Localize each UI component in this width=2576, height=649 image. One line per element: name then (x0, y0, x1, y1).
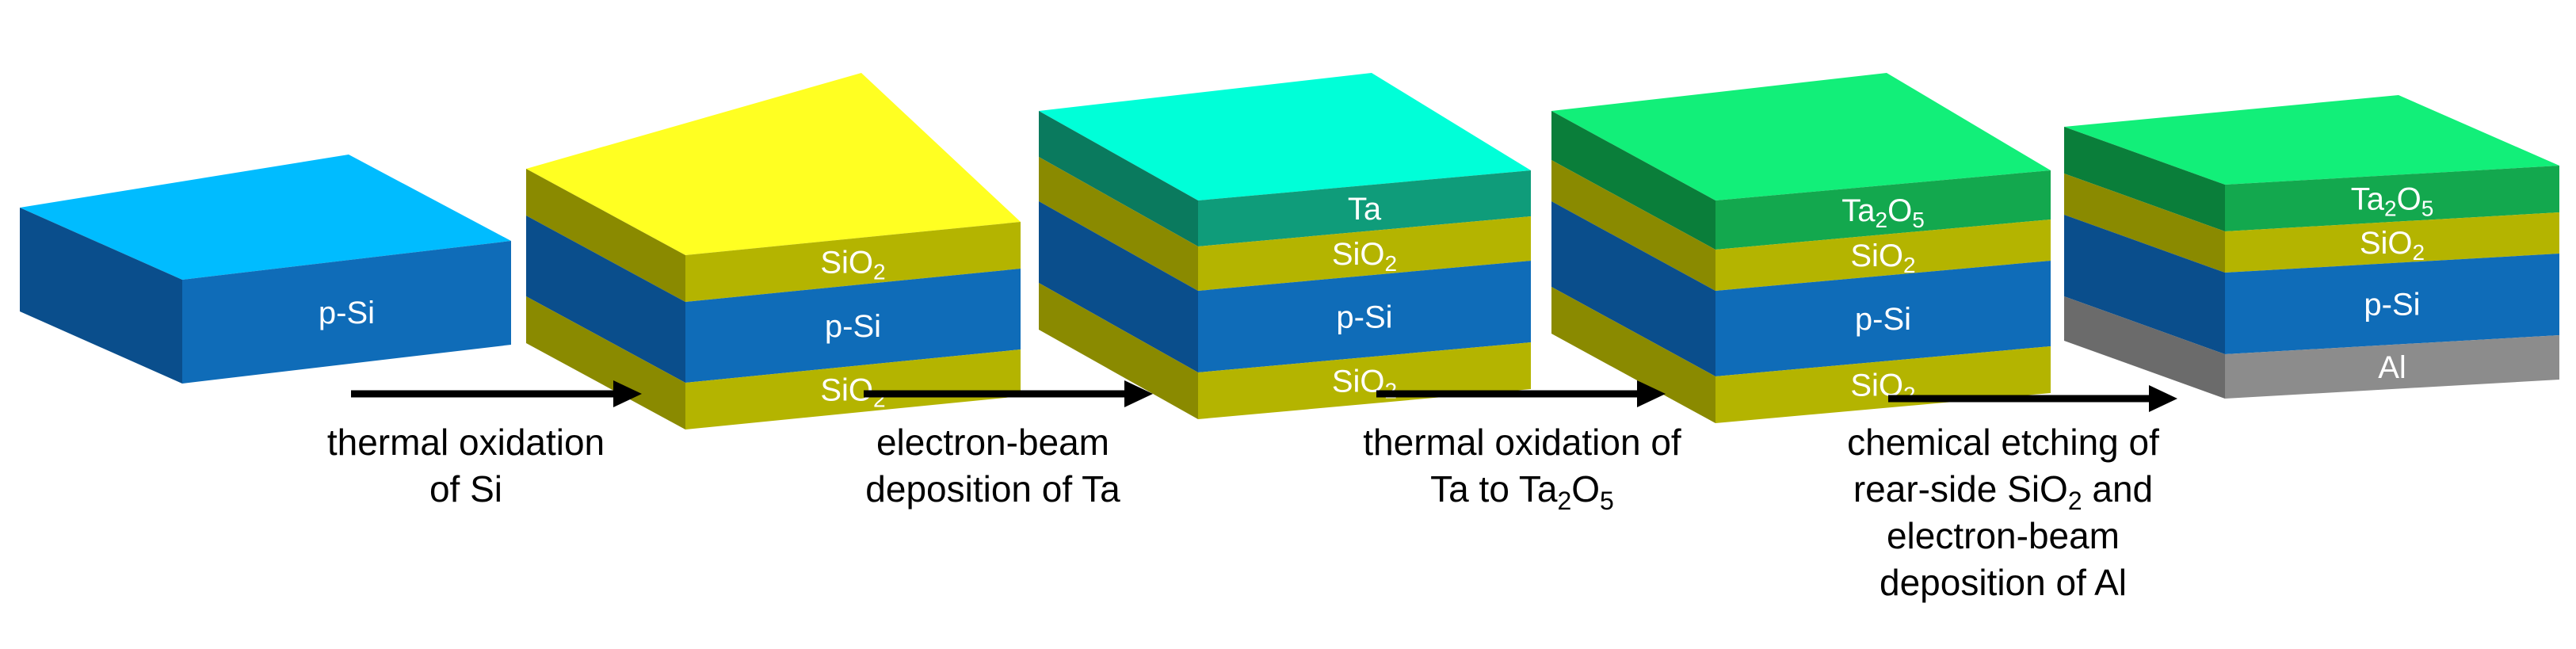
layer-side-face (1551, 160, 1715, 291)
arrow-head-icon (1637, 380, 1666, 407)
layer-front-face (685, 349, 1021, 429)
layer-side-face (1039, 283, 1198, 419)
layer-side-face (526, 169, 685, 302)
stack-top-face (1551, 73, 2051, 200)
stack-top-face (1039, 73, 1531, 200)
arrow-head-icon (613, 380, 642, 407)
layer-front-face (1198, 216, 1531, 291)
layer-label: p-Si (1336, 300, 1392, 335)
layer-label: Ta2O5 (2351, 182, 2434, 221)
layer-front-face (685, 222, 1021, 302)
layer-side-face (1551, 287, 1715, 423)
layer-label: Al (2378, 350, 2406, 385)
layer-side-face (1039, 111, 1198, 246)
layer-side-face (1039, 201, 1198, 372)
layer-front-face (2225, 166, 2559, 231)
layer-side-face (1039, 157, 1198, 291)
layer-side-face (20, 208, 182, 384)
layer-front-face (1198, 170, 1531, 246)
stack-top-face (2064, 95, 2559, 185)
process-step-4: chemical etching of rear-side SiO2 andele… (1847, 385, 2177, 603)
layer-side-face (1551, 201, 1715, 376)
layer-label: SiO2 (2360, 226, 2425, 265)
process-step-1: thermal oxidation of Si (327, 380, 642, 510)
layer-front-face (2225, 254, 2559, 354)
process-step-3: thermal oxidation of Ta to Ta2O5 (1363, 380, 1681, 515)
layer-side-face (1551, 111, 1715, 250)
layer-front-face (1198, 261, 1531, 372)
layer-side-face (2064, 215, 2225, 354)
step-caption-line: of Si (429, 468, 502, 510)
layer-front-face (1715, 220, 2051, 291)
layer-label: p-Si (319, 296, 375, 330)
layer-label: p-Si (825, 309, 881, 344)
step-caption-line: Ta to Ta2O5 (1430, 468, 1614, 515)
layer-side-face (526, 216, 685, 383)
step-caption-line: electron-beam (876, 422, 1109, 463)
layer-front-face (1715, 261, 2051, 376)
layer-front-face (2225, 335, 2559, 399)
layer-front-face (1715, 346, 2051, 423)
process-step-2: electron-beam deposition of Ta (864, 380, 1153, 510)
stack-top-face (20, 155, 511, 280)
layer-front-face (1715, 170, 2051, 250)
arrow-head-icon (2149, 385, 2177, 412)
layer-front-face (685, 269, 1021, 383)
step-caption-line: electron-beam (1887, 515, 2120, 556)
step-caption-line: rear-side SiO2 and (1853, 468, 2153, 515)
step-caption-line: thermal oxidation of (1363, 422, 1681, 463)
layer-front-face (2225, 212, 2559, 273)
step-caption-line: deposition of Al (1880, 562, 2127, 603)
arrow-head-icon (1124, 380, 1153, 407)
layer-side-face (2064, 296, 2225, 399)
step-caption-line: chemical etching of (1847, 422, 2159, 463)
layer-label: p-Si (1855, 302, 1911, 337)
layer-front-face (182, 241, 511, 384)
layer-label: Ta (1348, 192, 1382, 227)
layer-side-face (2064, 127, 2225, 231)
step-caption-line: thermal oxidation (327, 422, 605, 463)
layer-side-face (2064, 174, 2225, 273)
layer-stack-1: p-Si (20, 155, 511, 384)
step-caption-line: deposition of Ta (865, 468, 1120, 510)
layer-side-face (526, 296, 685, 429)
layer-label: p-Si (2364, 288, 2420, 323)
stack-top-face (526, 73, 1021, 255)
layer-front-face (1198, 342, 1531, 419)
